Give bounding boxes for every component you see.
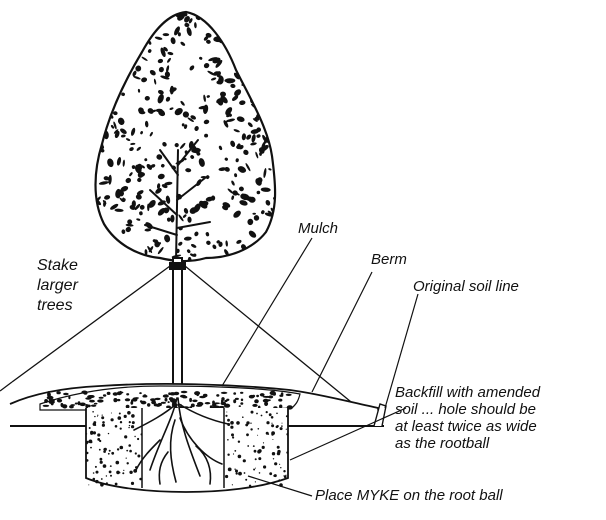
label-stake-line-3: trees: [37, 296, 78, 316]
label-original-soil-line: Original soil line: [413, 278, 519, 295]
label-stake-line-1: Stake: [37, 256, 78, 276]
label-stake-line-2: larger: [37, 276, 78, 296]
label-place-myke: Place MYKE on the root ball: [315, 487, 503, 504]
label-backfill: Backfill with amended soil ... hole shou…: [395, 384, 540, 452]
label-backfill-line-3: at least twice as wide: [395, 418, 540, 435]
label-backfill-line-4: as the rootball: [395, 435, 540, 452]
label-backfill-line-1: Backfill with amended: [395, 384, 540, 401]
label-mulch: Mulch: [298, 220, 338, 237]
tree-canopy: [92, 8, 283, 265]
stake-tie: [169, 262, 186, 270]
tree-trunk: [173, 258, 182, 398]
label-backfill-line-2: soil ... hole should be: [395, 401, 540, 418]
label-berm: Berm: [371, 251, 407, 268]
label-stake: Stake larger trees: [37, 256, 78, 316]
